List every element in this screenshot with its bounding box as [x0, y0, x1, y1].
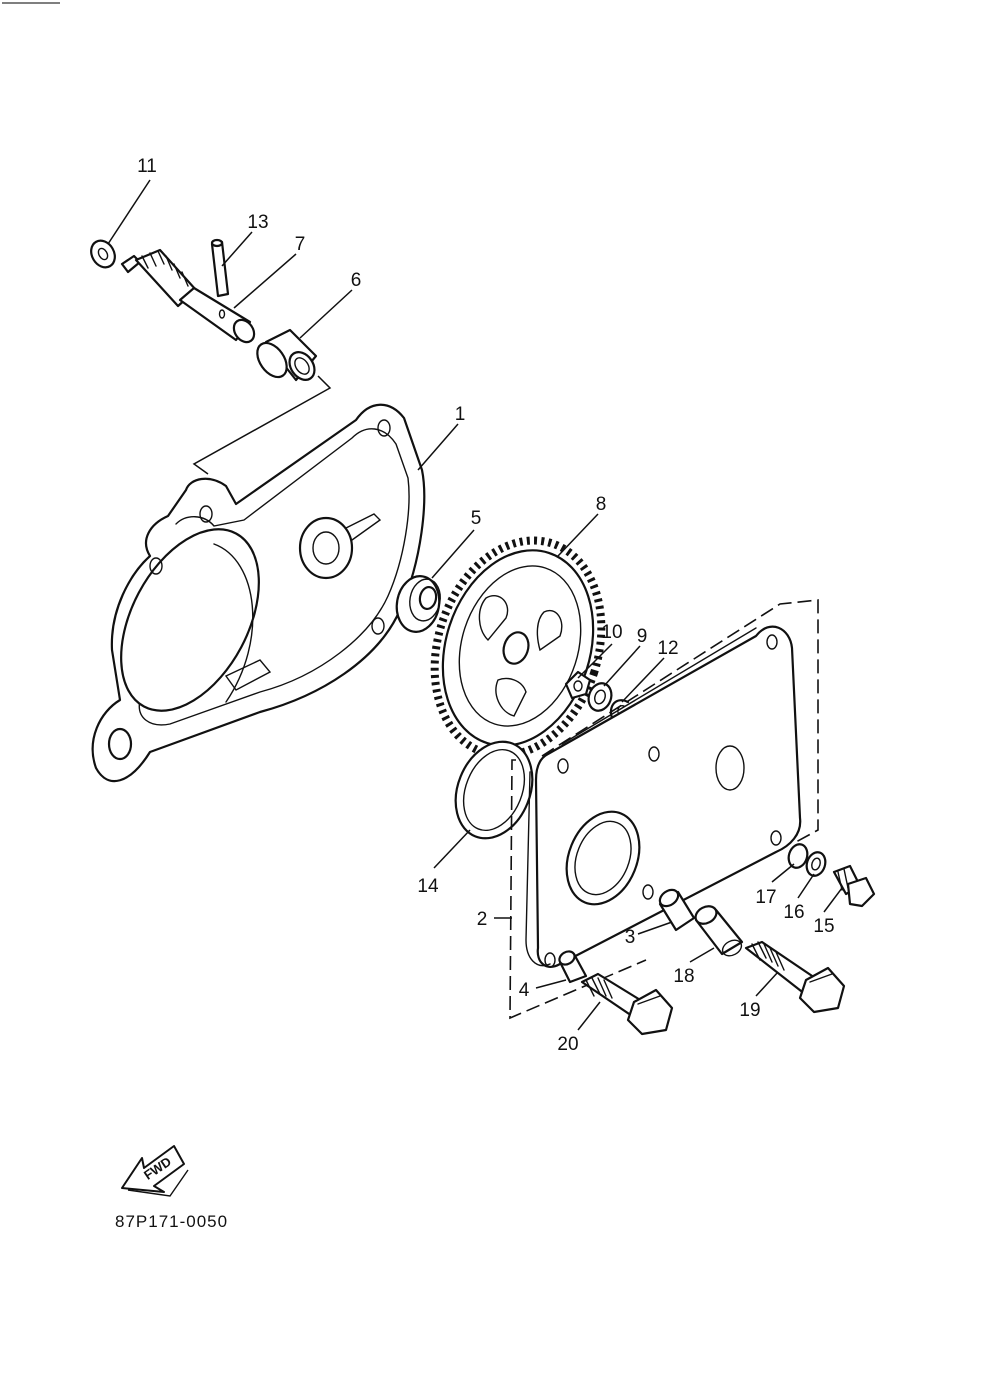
- callout-16: 16: [783, 902, 804, 923]
- callout-11: 11: [137, 156, 157, 177]
- callout-13: 13: [247, 212, 268, 233]
- callout-18: 18: [673, 966, 694, 987]
- callout-10: 10: [601, 622, 622, 643]
- part-9-washer: [587, 682, 613, 712]
- callout-12: 12: [657, 638, 678, 659]
- part-8-driven-gear: [430, 536, 606, 760]
- callout-4: 4: [519, 980, 530, 1001]
- callout-6: 6: [351, 270, 362, 291]
- callout-9: 9: [637, 626, 648, 647]
- part-6-bushing: [256, 328, 318, 382]
- part-18-collar: [694, 905, 744, 957]
- fwd-arrow-icon: FWD: [121, 1145, 189, 1197]
- part-3-dowel: [658, 888, 696, 932]
- callout-15: 15: [813, 916, 834, 937]
- leader-lines: [107, 179, 843, 1031]
- part-19-bolt: [744, 940, 846, 1014]
- part-2-outer-cover: [525, 625, 802, 968]
- part-14-oil-seal: [454, 740, 534, 840]
- part-5-bearing: [395, 575, 441, 633]
- assembly-boundary-2: [509, 599, 819, 1020]
- callout-1: 1: [455, 404, 466, 425]
- part-10-lock-washer: [564, 670, 592, 700]
- part-15-bolt: [832, 864, 876, 908]
- part-7-worm-shaft: [120, 248, 256, 344]
- part-1-gear-cover: [91, 403, 426, 783]
- callout-8: 8: [596, 494, 607, 515]
- part-13-pin: [210, 238, 230, 298]
- part-11-washer: [90, 239, 116, 269]
- catalog-code: 87P171-0050: [115, 1212, 229, 1231]
- part-20-bolt: [580, 972, 674, 1036]
- alignment-line-6-1: [192, 375, 332, 475]
- callout-14: 14: [417, 876, 439, 897]
- callout-labels: 11 13 7 6 1 5 8 10 9 12 14 2 3 4 18 19 2…: [137, 156, 834, 1055]
- part-4-dowel: [558, 950, 588, 984]
- callout-20: 20: [557, 1034, 578, 1055]
- callout-2: 2: [477, 909, 488, 930]
- part-17-washer: [787, 843, 809, 869]
- callout-7: 7: [295, 234, 306, 255]
- callout-5: 5: [471, 508, 482, 529]
- callout-3: 3: [625, 927, 636, 948]
- callout-17: 17: [755, 887, 776, 908]
- callout-19: 19: [739, 1000, 760, 1021]
